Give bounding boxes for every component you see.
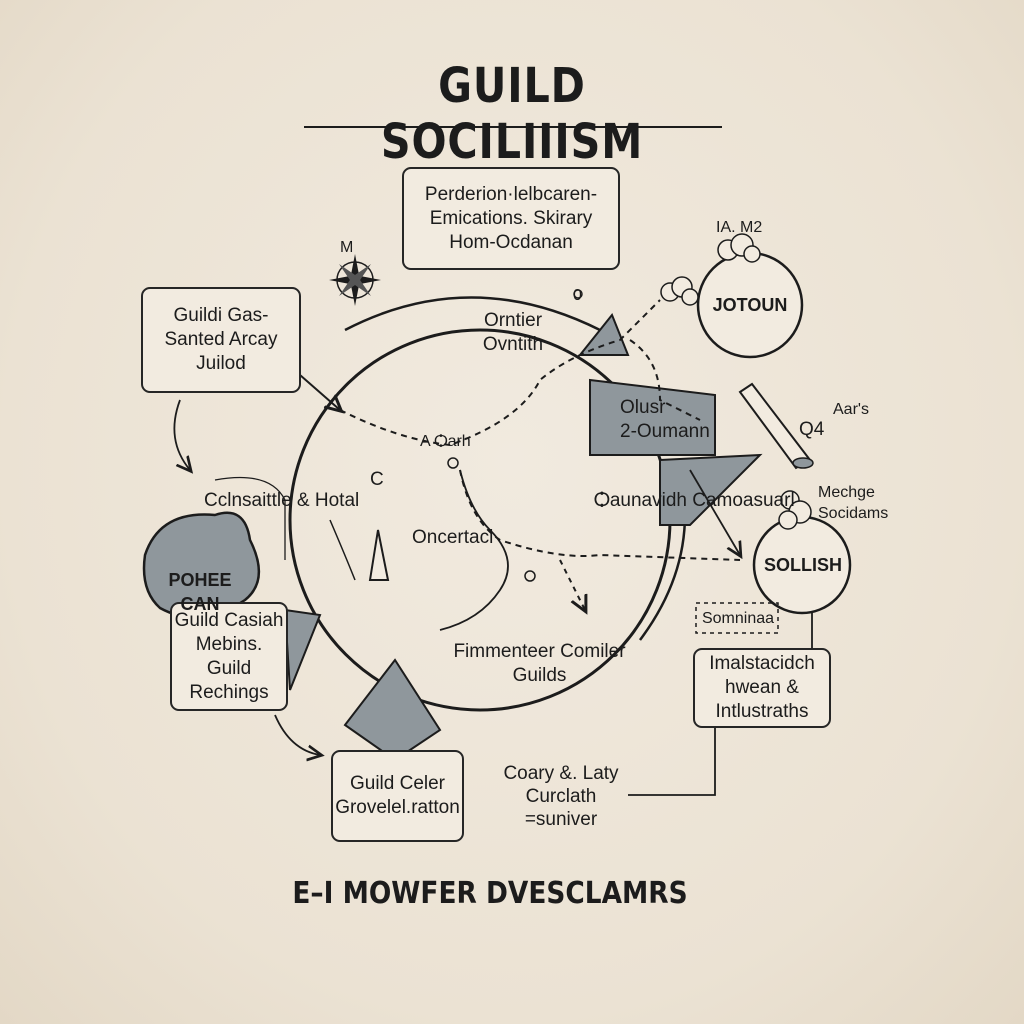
top-arrowhead [577,313,630,356]
center-small-label: A Ѻarh [420,433,471,450]
q4-label: Q4 [799,419,825,440]
marker-dot-3 [573,289,583,299]
map-line [439,469,509,631]
dashed-route-3 [629,339,701,421]
left-curved-arrow [173,399,190,470]
compass-label: M [340,239,354,256]
left-box-connector [299,374,340,410]
footer-caption: E–I MOWFER DVESCLAMRS [292,876,688,911]
right-gray-square [589,378,716,456]
sollish-label: SOLLISH [763,555,842,575]
aars-label: Aar's [833,401,869,418]
dashed-route-2 [459,469,741,561]
jotoun-label: JOTOUN [712,295,788,315]
dashed-box-label: Somninaa [701,610,775,627]
center-needle [368,529,390,581]
mechge-label: Mechge Socidams [818,484,889,522]
top-arc-arrow [344,296,601,332]
blob-left-label: POHEE CAN [168,570,232,614]
bottom-curved-arrow [274,714,320,755]
right-mid-label: Ѻaunavidh Camoasuarl [594,490,795,511]
box-right-lower: Imalstacidch hwean & Intlustraths [693,648,831,728]
top-right-small-label: IA. M2 [716,219,763,236]
box-bottom: Guild Celer Grovelel.ratton [331,750,464,842]
right-arrowhead [659,453,763,526]
compass-icon [329,254,381,306]
bottom-circle-label: Fimmenteer Comiler Guilds [453,641,626,686]
left-arrowhead [283,608,322,691]
box-left: Guildi Gas- Santed Arcay Juilod [141,287,301,393]
dashed-route-1 [339,299,661,447]
thin-line-left [329,519,356,581]
left-blob-shape [142,511,261,619]
marker-dot-1 [447,457,459,469]
o-mark-label: 0 [573,287,582,304]
bottom-arrowhead [343,658,442,762]
square-label: Olusr 2-Oumann [620,397,710,442]
pipe-icon [738,382,814,470]
top-arc-label: Orntier Ovntith [482,310,544,355]
right-lower-connector [628,725,716,796]
cloud-icon-right [778,490,812,530]
box-top: Perderion·lelbcaren- Emications. Skirary… [402,167,620,270]
lower-mid-label: Coary &. Laty Curclath =suniver [503,763,619,830]
cloud-icon-top [660,233,761,306]
dashed-box-outline [695,602,779,634]
left-arc-line [214,476,286,560]
c-mark-label: C [370,469,384,490]
page-title: GUILD SOCILIIISM [380,58,644,170]
box-left-lower: Guild Casiah Mebins. Guild Rechings [170,602,288,711]
diag-arrow [689,469,740,555]
center-label: Oncertacl [412,527,494,548]
title-underline [304,126,722,128]
marker-dot-2 [524,570,536,582]
left-mid-label: Cclnsaittle & Hotal [204,490,360,511]
dashed-route-4 [559,559,585,610]
